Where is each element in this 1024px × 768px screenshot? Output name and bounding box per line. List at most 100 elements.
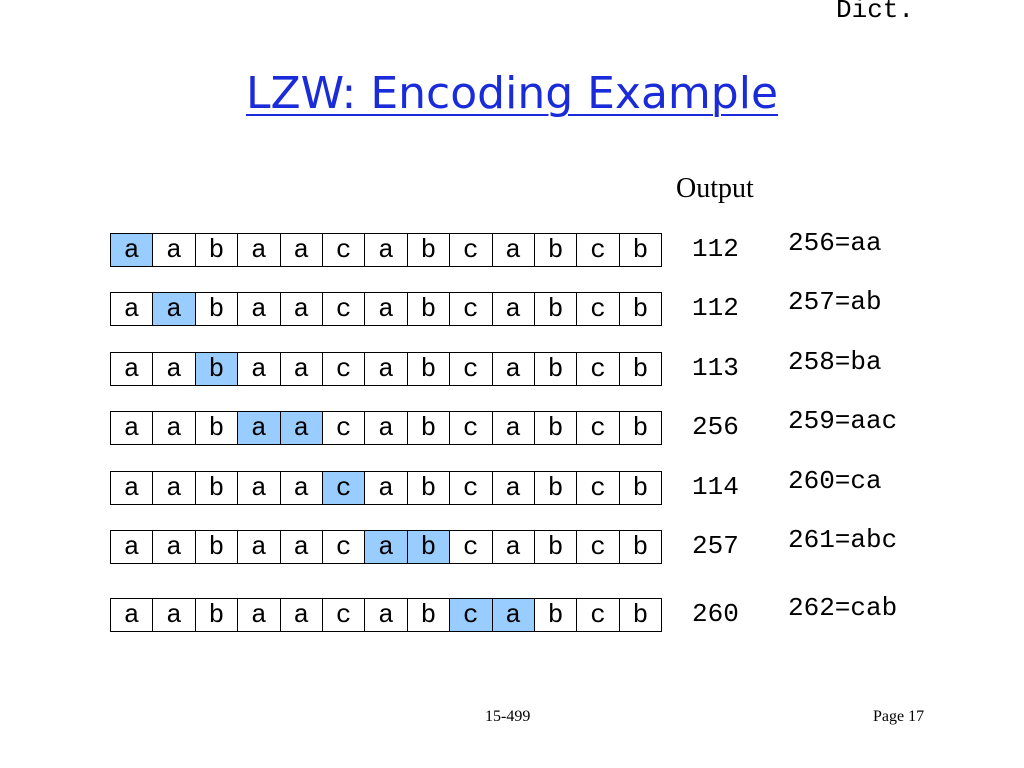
input-char-cell: b: [620, 293, 663, 325]
input-char-cell: a: [238, 293, 281, 325]
input-char-cell: a: [153, 531, 196, 563]
input-char-cell: a: [153, 412, 196, 444]
input-char-cell: c: [577, 353, 620, 385]
input-char-cell: b: [408, 412, 451, 444]
input-char-cell: b: [620, 599, 663, 631]
input-char-cell: b: [407, 531, 451, 563]
input-char-cell: a: [365, 293, 408, 325]
input-char-cell: b: [535, 234, 578, 266]
input-char-cell: a: [493, 412, 535, 444]
input-char-cell: b: [535, 412, 578, 444]
input-char-cell: a: [153, 472, 196, 504]
input-char-cell: b: [196, 531, 239, 563]
output-code: 113: [692, 353, 739, 383]
input-char-cell: a: [238, 531, 281, 563]
input-char-cell: a: [111, 412, 154, 444]
footer-course-number: 15-499: [485, 708, 531, 725]
input-char-cell: c: [450, 531, 493, 563]
input-char-cell: c: [577, 234, 620, 266]
output-code: 112: [692, 293, 739, 323]
input-char-cell: b: [408, 234, 451, 266]
input-char-cell: b: [535, 293, 578, 325]
input-char-cell: c: [577, 531, 620, 563]
input-char-cell: a: [365, 412, 408, 444]
input-char-cell: b: [408, 293, 451, 325]
input-char-cell: a: [280, 412, 323, 444]
input-char-cell: a: [111, 234, 154, 266]
output-code: 260: [692, 599, 739, 629]
input-char-cell: a: [111, 472, 154, 504]
input-char-cell: c: [450, 599, 493, 631]
input-char-cell: b: [196, 472, 239, 504]
dictionary-entry: 259=aac: [788, 406, 898, 436]
input-char-cell: a: [111, 353, 154, 385]
dictionary-entry: 261=abc: [788, 525, 898, 555]
input-char-cell: a: [365, 234, 408, 266]
input-char-cell: c: [323, 412, 366, 444]
input-char-cell: b: [535, 472, 578, 504]
input-char-cell: c: [577, 472, 620, 504]
input-char-cell: a: [365, 353, 408, 385]
input-char-cell: a: [281, 599, 323, 631]
input-char-cell: c: [577, 599, 620, 631]
input-char-cell: a: [238, 472, 281, 504]
input-char-cell: b: [196, 412, 239, 444]
input-char-cell: c: [450, 353, 493, 385]
input-char-cell: b: [195, 353, 239, 385]
input-char-cell: c: [450, 412, 493, 444]
input-char-cell: b: [535, 531, 578, 563]
input-char-cell: b: [408, 599, 451, 631]
input-char-cell: a: [111, 293, 154, 325]
input-char-cell: a: [111, 531, 154, 563]
input-char-cell: b: [620, 234, 663, 266]
input-char-cell: c: [323, 234, 366, 266]
input-char-cell: a: [238, 353, 281, 385]
footer-page-number: Page 17: [873, 708, 925, 725]
dictionary-entry: 257=ab: [788, 287, 882, 317]
input-char-cell: b: [196, 234, 239, 266]
input-char-cell: a: [493, 531, 535, 563]
output-code: 257: [692, 531, 739, 561]
input-char-cell: b: [535, 599, 578, 631]
input-char-cell: a: [281, 234, 323, 266]
dictionary-entry: 256=aa: [788, 228, 882, 258]
input-char-cell: a: [365, 531, 408, 563]
input-char-cell: b: [620, 472, 663, 504]
dictionary-entry: 262=cab: [788, 593, 898, 623]
dictionary-entry: 258=ba: [788, 347, 882, 377]
input-char-cell: b: [196, 293, 239, 325]
input-char-cell: a: [153, 234, 196, 266]
output-code: 256: [692, 412, 739, 442]
input-char-cell: a: [281, 531, 323, 563]
input-char-cell: c: [450, 472, 493, 504]
input-char-cell: c: [323, 599, 366, 631]
input-char-cell: a: [493, 293, 535, 325]
output-code: 114: [692, 472, 739, 502]
dict-column-header: Dict.: [836, 0, 915, 25]
input-char-cell: a: [238, 599, 281, 631]
dictionary-entry: 260=ca: [788, 466, 882, 496]
input-char-cell: a: [492, 599, 535, 631]
input-char-cell: b: [408, 472, 451, 504]
input-char-cell: a: [153, 353, 196, 385]
input-char-cell: a: [238, 234, 281, 266]
input-char-cell: a: [281, 293, 323, 325]
output-column-header: Output: [676, 173, 754, 204]
input-char-cell: a: [281, 472, 323, 504]
input-char-cell: a: [281, 353, 323, 385]
input-char-cell: a: [365, 472, 408, 504]
slide-title: LZW: Encoding Example: [245, 68, 779, 119]
input-char-cell: c: [323, 293, 366, 325]
input-char-cell: b: [620, 531, 663, 563]
